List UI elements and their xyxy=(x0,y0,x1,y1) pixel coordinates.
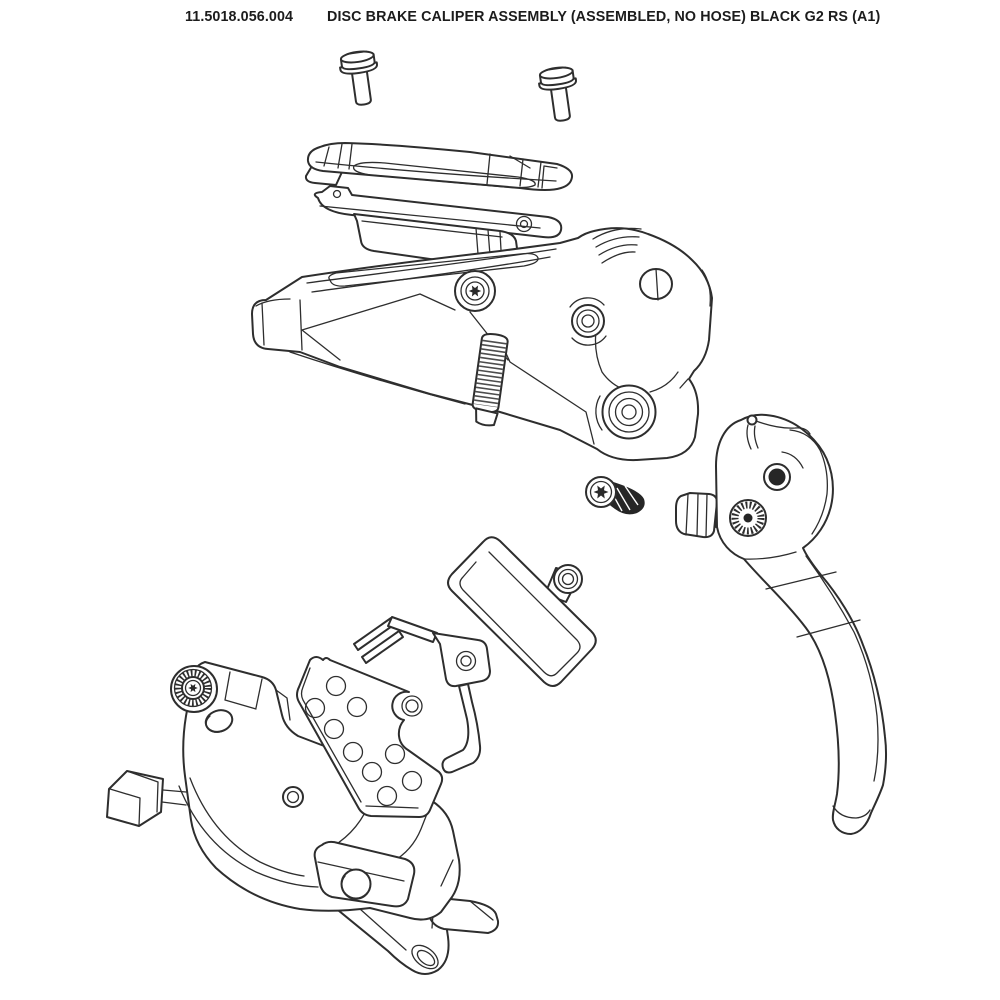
caliper-body xyxy=(106,661,500,975)
bar-clamp-eye xyxy=(592,227,673,301)
caliper-mount-hole xyxy=(204,709,234,733)
brake-pad xyxy=(447,536,597,687)
set-screw xyxy=(585,476,645,515)
reach-adjust-barrel xyxy=(471,332,509,427)
lever-pivot-boss xyxy=(595,384,657,440)
reservoir-cover-bolt-right xyxy=(536,64,583,125)
contact-adjust-dial xyxy=(729,499,767,537)
pad-spring-clip xyxy=(353,616,491,774)
blade-pivot-bearing xyxy=(763,463,791,491)
cover-screw-boss xyxy=(454,270,496,312)
title-bar: 11.5018.056.004 DISC BRAKE CALIPER ASSEM… xyxy=(185,9,880,25)
spring-plate-holes xyxy=(304,675,423,807)
pad-spring-plate xyxy=(296,656,444,818)
assembly-title: DISC BRAKE CALIPER ASSEMBLY (ASSEMBLED, … xyxy=(327,9,881,25)
caliper-left-lug xyxy=(106,770,164,827)
reservoir-cover-bolt-left xyxy=(337,48,384,109)
caliper-piston-boss xyxy=(313,840,416,908)
bleed-screw xyxy=(170,665,218,713)
banjo-pivot xyxy=(282,786,304,808)
part-number: 11.5018.056.004 xyxy=(185,9,294,25)
lever-body xyxy=(251,227,713,462)
reservoir-cover xyxy=(304,142,574,191)
lever-blade xyxy=(675,413,888,835)
pivot-bushing xyxy=(569,297,607,346)
cam-pin xyxy=(746,414,811,450)
